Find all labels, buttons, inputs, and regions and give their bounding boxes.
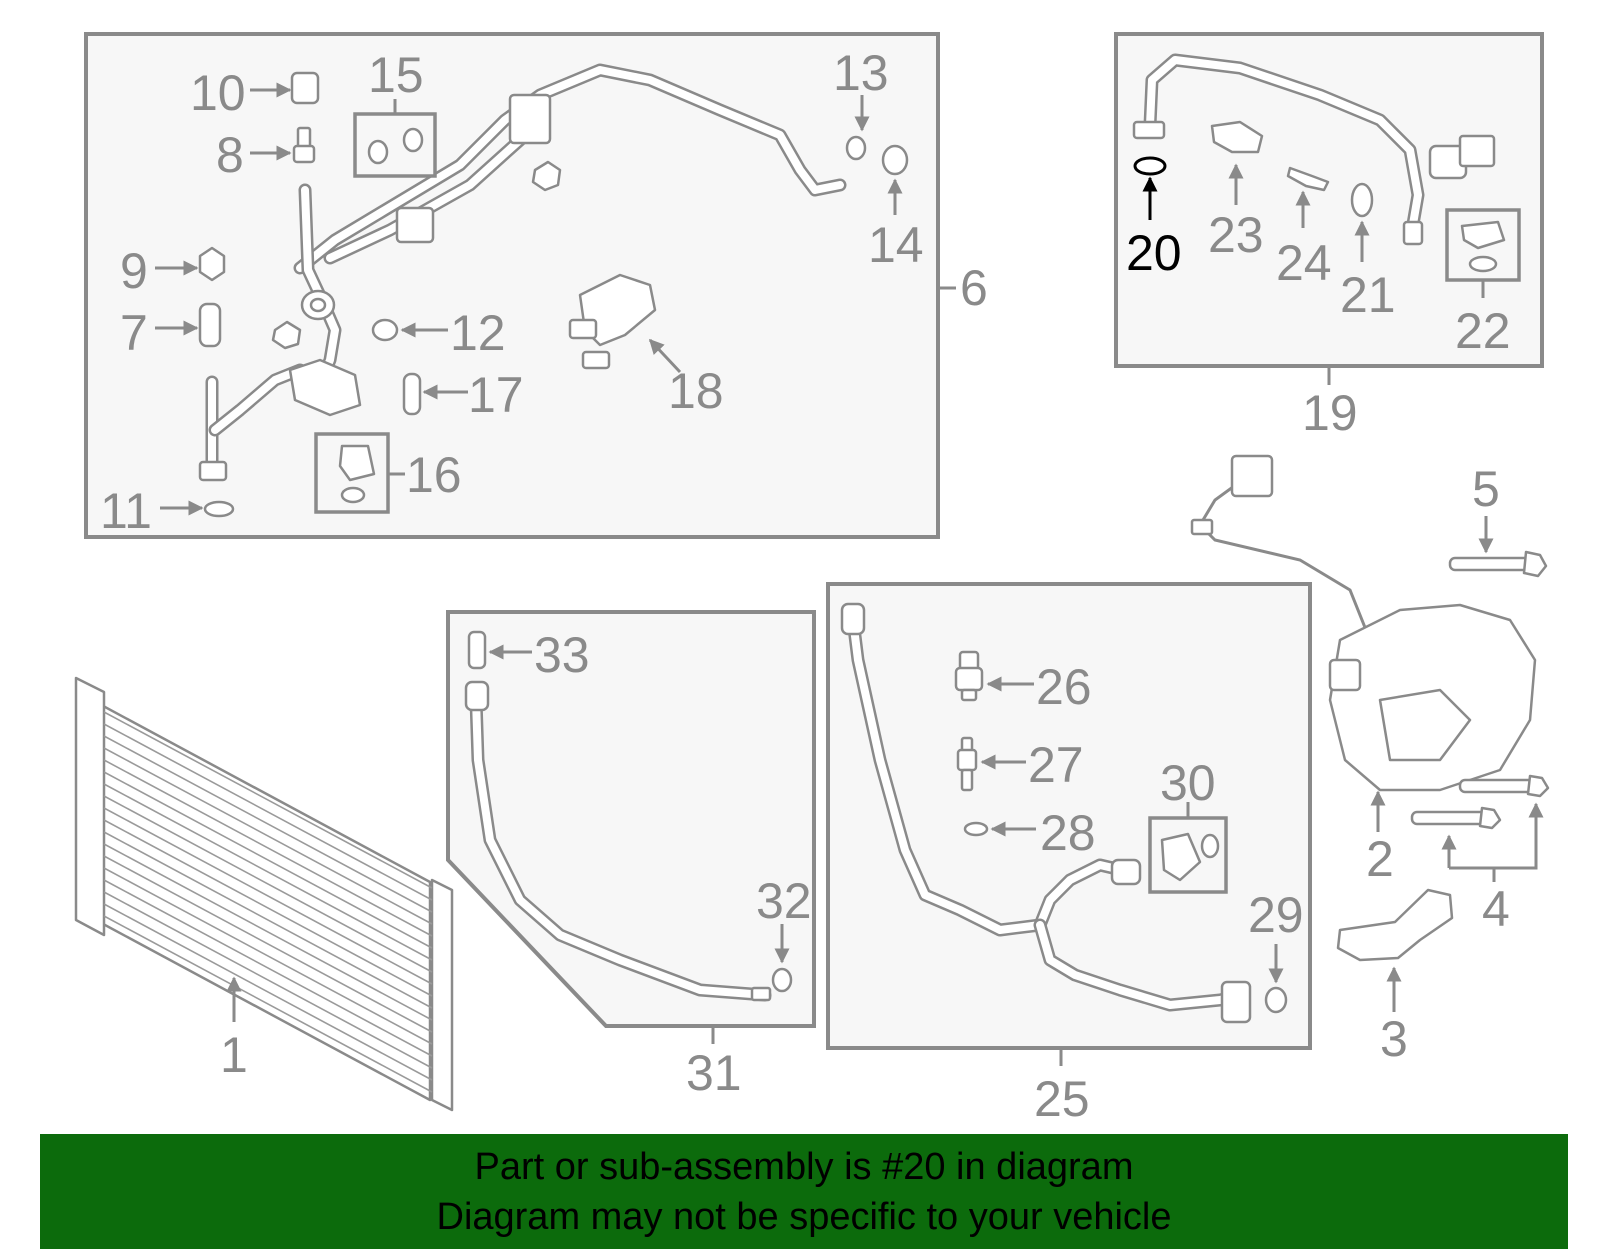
callout-29: 29: [1248, 887, 1304, 943]
callout-5: 5: [1472, 461, 1500, 517]
callout-9: 9: [120, 243, 148, 299]
part-12-oring: 12: [371, 305, 506, 361]
callout-22: 22: [1455, 303, 1511, 359]
part-17-valve-core: 17: [402, 367, 524, 423]
group-19-box: 19: [1114, 32, 1544, 441]
callout-11: 11: [100, 483, 152, 539]
part-23-sensor: 23: [1208, 120, 1264, 263]
callout-10: 10: [190, 65, 246, 121]
part-5-bolt: 5: [1448, 461, 1548, 578]
callout-20: 20: [1126, 225, 1182, 281]
part-28-oring: 28: [963, 805, 1096, 861]
banner-line-1: Part or sub-assembly is #20 in diagram: [474, 1146, 1134, 1188]
part-18-switch: 18: [568, 273, 724, 419]
callout-6: 6: [960, 260, 988, 316]
part-30-gasket-kit: 30: [1148, 755, 1228, 894]
liquid-line-tube: [464, 680, 772, 1002]
part-4-bolts: 4: [1410, 774, 1550, 937]
banner-line-2: Diagram may not be specific to your vehi…: [436, 1196, 1172, 1238]
callout-18: 18: [668, 363, 724, 419]
part-14-oring: 14: [868, 144, 924, 273]
callout-2: 2: [1366, 831, 1394, 887]
callout-7: 7: [120, 305, 148, 361]
part-1-callout: 1: [220, 976, 248, 1083]
callout-32: 32: [756, 873, 812, 929]
callout-1: 1: [220, 1027, 248, 1083]
compressor: [1190, 454, 1537, 792]
part-29-oring: 29: [1248, 887, 1304, 1014]
part-13-oring: 13: [833, 45, 889, 161]
part-21-oring: 21: [1340, 182, 1396, 323]
callout-8: 8: [216, 127, 244, 183]
callout-24: 24: [1276, 235, 1332, 291]
part-33-cap: 33: [467, 627, 590, 683]
callout-33: 33: [534, 627, 590, 683]
condenser: [74, 676, 454, 1112]
part-32-oring: 32: [756, 873, 812, 993]
part-10-cap: 10: [190, 65, 320, 121]
callout-16: 16: [406, 447, 462, 503]
callout-14: 14: [868, 217, 924, 273]
part-15-seal-kit: 15: [353, 47, 437, 178]
callout-19: 19: [1302, 385, 1358, 441]
part-22-gasket-kit: 22: [1445, 208, 1521, 359]
callout-21: 21: [1340, 267, 1396, 323]
discharge-line-tube: [840, 602, 1252, 1024]
part-2-callout: 2: [1366, 790, 1394, 887]
part-20-oring-highlighted: 20: [1126, 156, 1182, 281]
pressure-line-tube: [1132, 53, 1496, 246]
callout-31: 31: [686, 1045, 742, 1101]
callout-17: 17: [468, 367, 524, 423]
callout-4: 4: [1482, 881, 1510, 937]
part-7-cap: 7: [120, 302, 222, 361]
callout-28: 28: [1040, 805, 1096, 861]
part-16-gasket-kit: 16: [314, 432, 462, 514]
part-26-sensor: 26: [954, 650, 1092, 715]
callout-27: 27: [1028, 737, 1084, 793]
part-9-nut: 9: [120, 243, 226, 299]
part-3-bracket: 3: [1336, 888, 1454, 1067]
callout-30: 30: [1160, 755, 1216, 811]
callout-23: 23: [1208, 207, 1264, 263]
suction-line-tube: [198, 63, 847, 482]
part-8-valve: 8: [216, 126, 316, 183]
callout-15: 15: [368, 47, 424, 103]
info-banner: Part or sub-assembly is #20 in diagram D…: [40, 1134, 1568, 1249]
callout-25: 25: [1034, 1071, 1090, 1127]
part-27-sensor: 27: [956, 736, 1084, 793]
callout-12: 12: [450, 305, 506, 361]
callout-26: 26: [1036, 659, 1092, 715]
callout-13: 13: [833, 45, 889, 101]
part-11-oring: 11: [100, 483, 235, 539]
part-24-sensor: 24: [1276, 166, 1332, 291]
callout-3: 3: [1380, 1011, 1408, 1067]
